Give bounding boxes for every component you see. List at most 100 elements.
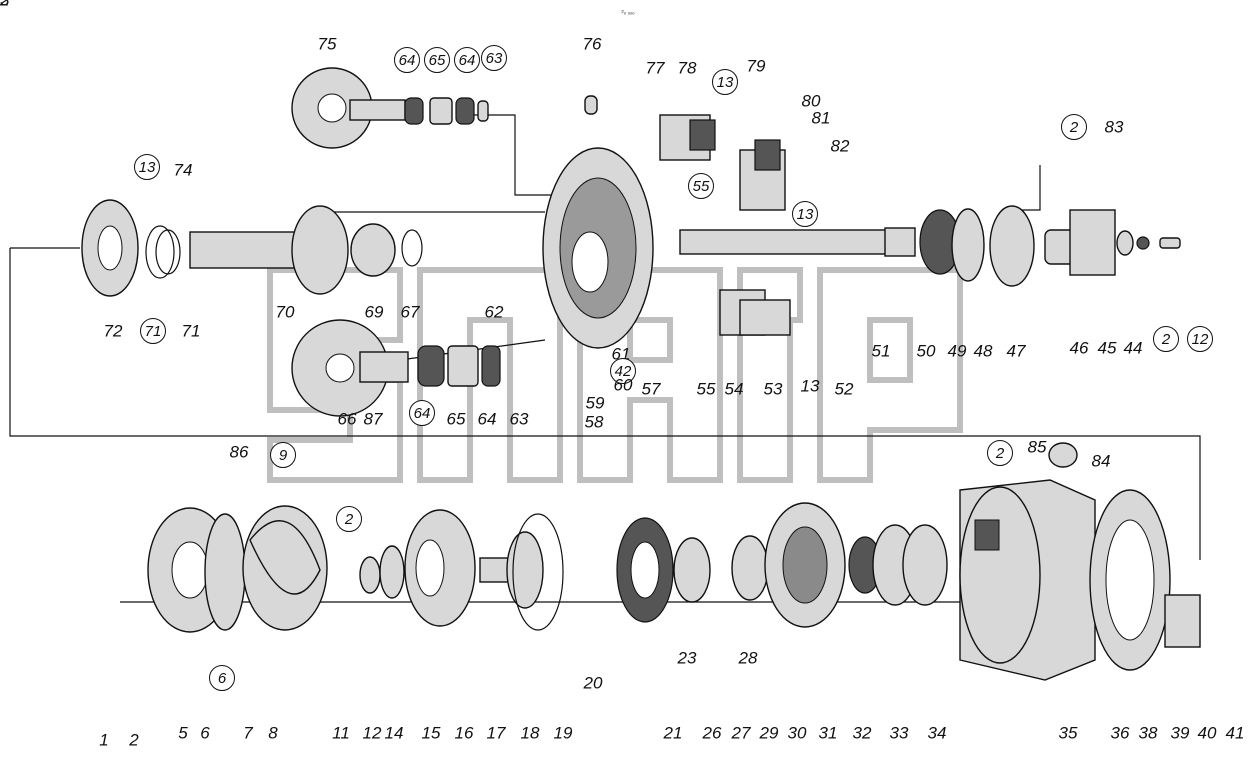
part-callout-6: 6 [200, 723, 210, 743]
part-callout-62: 62 [484, 302, 504, 322]
part-callout-75: 75 [317, 34, 337, 54]
part-callout-2: 2 [336, 506, 362, 532]
part-callout-7: 7 [243, 723, 253, 743]
part-callout-87: 87 [363, 409, 383, 429]
part-callout-59: 59 [585, 393, 605, 413]
part-callout-2: 2 [129, 730, 139, 750]
part-callout-51: 51 [871, 341, 891, 361]
part-callout-8: 8 [268, 723, 278, 743]
part-callout-9: 9 [270, 442, 296, 468]
part-callout-42: 42 [610, 358, 636, 384]
part-callout-13: 13 [792, 201, 818, 227]
part-callout-48: 48 [973, 341, 993, 361]
part-callout-5: 5 [178, 723, 188, 743]
part-callout-17: 17 [486, 723, 506, 743]
part-callout-69: 69 [364, 302, 384, 322]
part-callout-12: 12 [362, 723, 382, 743]
part-callout-67: 67 [400, 302, 420, 322]
part-callout-52: 52 [834, 379, 854, 399]
part-callout-64: 64 [454, 47, 480, 73]
part-callout-36: 36 [1110, 723, 1130, 743]
part-callout-33: 33 [889, 723, 909, 743]
part-callout-80: 80 [801, 91, 821, 111]
part-callout-63: 63 [509, 409, 529, 429]
bracket-81 [739, 139, 786, 211]
part-callout-26: 26 [702, 723, 722, 743]
part-callout-13: 13 [712, 69, 738, 95]
part-callout-79: 79 [746, 56, 766, 76]
part-callout-58: 58 [584, 412, 604, 432]
housing-38 [959, 442, 1096, 681]
gear-75 [291, 67, 489, 149]
part-callout-15: 15 [421, 723, 441, 743]
part-callout-18: 18 [520, 723, 540, 743]
part-callout-20: 20 [583, 673, 603, 693]
part-callout-65: 65 [446, 409, 466, 429]
part-callout-76: 76 [582, 34, 602, 54]
part-callout-55: 55 [688, 173, 714, 199]
part-callout-57: 57 [641, 379, 661, 399]
part-callout-2: 2 [1061, 114, 1087, 140]
bearing-26 [616, 517, 674, 623]
part-callout-2: 2 [1153, 326, 1179, 352]
part-callout-55: 55 [696, 379, 716, 399]
part-callout-41: 41 [1225, 723, 1245, 743]
part-callout-54: 54 [724, 379, 744, 399]
part-callout-70: 70 [275, 302, 295, 322]
part-callout-29: 29 [759, 723, 779, 743]
part-callout-14: 14 [384, 723, 404, 743]
part-callout-83: 83 [1104, 117, 1124, 137]
hub-15 [359, 545, 405, 599]
part-callout-64: 64 [409, 400, 435, 426]
turbine-11 [242, 505, 328, 631]
part-callout-31: 31 [818, 723, 838, 743]
part-callout-82: 82 [830, 136, 850, 156]
bearing-34 [848, 524, 948, 606]
part-callout-23: 23 [677, 648, 697, 668]
part-callout-53: 53 [763, 379, 783, 399]
part-callout-13: 13 [800, 376, 820, 396]
gear-66 [291, 319, 501, 417]
part-callout-45: 45 [1097, 338, 1117, 358]
part-callout-16: 16 [454, 723, 474, 743]
part-callout-64: 64 [477, 409, 497, 429]
part-callout-46: 46 [1069, 338, 1089, 358]
part-callout-77: 77 [645, 58, 665, 78]
part-callout-60: 60 [613, 375, 633, 395]
part-callout-42: 42 [0, 0, 10, 10]
plate-41 [1164, 594, 1201, 648]
part-callout-13: 13 [134, 154, 160, 180]
bracket-53 [719, 289, 791, 336]
shaft-70 [189, 205, 423, 295]
housing-57 [542, 95, 654, 349]
part-callout-38: 38 [1138, 723, 1158, 743]
part-callout-47: 47 [1006, 341, 1026, 361]
part-callout-6: 6 [209, 665, 235, 691]
part-callout-34: 34 [927, 723, 947, 743]
part-callout-35: 35 [1058, 723, 1078, 743]
part-callout-78: 78 [677, 58, 697, 78]
part-callout-1: 1 [99, 730, 109, 750]
part-callout-49: 49 [947, 341, 967, 361]
part-callout-85: 85 [1027, 437, 1047, 457]
part-callout-39: 39 [1170, 723, 1190, 743]
gasket-39 [1089, 489, 1171, 671]
part-callout-50: 50 [916, 341, 936, 361]
part-callout-74: 74 [173, 160, 193, 180]
part-callout-28: 28 [738, 648, 758, 668]
part-callout-40: 40 [1197, 723, 1217, 743]
part-callout-81: 81 [811, 108, 831, 128]
part-callout-65: 65 [424, 47, 450, 73]
part-callout-11: 11 [332, 723, 350, 743]
gear-72 [81, 199, 181, 297]
part-callout-64: 64 [394, 47, 420, 73]
part-callout-30: 30 [787, 723, 807, 743]
header-caption: ᵖₒ ₒₒₒ [621, 10, 635, 16]
cover-5 [147, 507, 246, 633]
part-callout-32: 32 [852, 723, 872, 743]
bracket-78 [659, 114, 716, 161]
part-callout-43: 43 [0, 0, 10, 10]
shaft-51 [679, 205, 1181, 287]
